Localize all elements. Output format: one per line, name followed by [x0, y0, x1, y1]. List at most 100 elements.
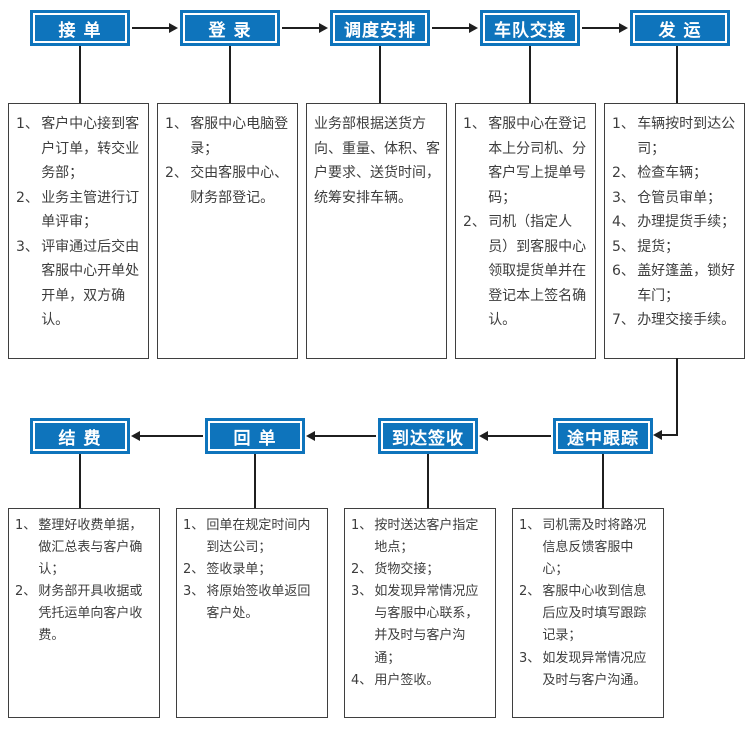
item-text: 如发现异常情况应与客服中心联系，并及时与客户沟通；: [374, 584, 479, 666]
item-text: 客服中心电脑登录；: [190, 116, 289, 157]
detail-login: 1、客服中心电脑登录；2、交由客服中心、财务部登记。: [157, 103, 298, 359]
step-login-label: 登 录: [183, 13, 277, 43]
arrow-head-login-to-dispatch-icon: [319, 23, 328, 33]
arrow-line-login-to-dispatch: [282, 27, 319, 29]
item-text: 交由客服中心、财务部登记。: [190, 165, 289, 206]
item-number: 3、: [519, 650, 541, 666]
arrow-head-dispatch-to-fleet-icon: [469, 23, 478, 33]
detail-arrival-sign-off: 1、按时送达客户指定地点；2、货物交接；3、如发现异常情况应与客服中心联系，并及…: [344, 508, 496, 718]
detail-item: 3、将原始签收单返回客户处。: [183, 581, 322, 625]
step-receipt-return-label: 回 单: [208, 421, 302, 451]
arrow-head-fleet-to-shipping-icon: [619, 23, 628, 33]
item-number: 5、: [612, 238, 635, 255]
item-number: 2、: [612, 165, 635, 181]
item-text: 客户中心接到客户订单，转交业务部；: [41, 116, 140, 181]
item-text: 业务主管进行订单评审；: [41, 189, 140, 231]
arrow-line-arrival-to-receipt: [315, 435, 376, 437]
item-text: 检查车辆；: [637, 165, 708, 181]
step-fleet-handover-label: 车队交接: [483, 13, 577, 43]
item-number: 2、: [183, 562, 205, 578]
detail-item: 5、提货；: [612, 235, 739, 260]
item-text: 客服中心在登记本上分司机、分客户写上提单号码；: [488, 116, 587, 206]
detail-receipt-return: 1、回单在规定时间内到达公司；2、签收录单；3、将原始签收单返回客户处。: [176, 508, 328, 718]
detail-item: 1、车辆按时到达公司；: [612, 112, 739, 161]
item-number: 2、: [165, 165, 188, 181]
arrow-head-receive-to-login-icon: [169, 23, 178, 33]
arrow-line-dispatch-to-fleet: [432, 27, 469, 29]
item-number: 6、: [612, 263, 635, 279]
step-fleet-handover: 车队交接: [480, 10, 580, 46]
step-transit-tracking-label: 途中跟踪: [556, 421, 650, 451]
item-number: 1、: [15, 518, 37, 533]
item-text: 提货；: [637, 238, 680, 255]
detail-item: 业务部根据送货方向、重量、体积、客户要求、送货时间，统筹安排车辆。: [314, 112, 441, 210]
arrow-line-receipt-to-settlement: [140, 435, 203, 437]
detail-item: 6、盖好篷盖，锁好车门；: [612, 259, 739, 308]
item-number: 1、: [612, 116, 635, 132]
detail-item: 2、签收录单；: [183, 559, 322, 581]
detail-receive-order: 1、客户中心接到客户订单，转交业务部；2、业务主管进行订单评审；3、评审通过后交…: [8, 103, 149, 359]
arrow-line-fleet-to-shipping: [582, 27, 619, 29]
detail-dispatch-arrangement: 业务部根据送货方向、重量、体积、客户要求、送货时间，统筹安排车辆。: [306, 103, 447, 359]
stem-dispatch-arrangement: [379, 46, 381, 103]
detail-item: 1、司机需及时将路况信息反馈客服中心；: [519, 515, 658, 581]
item-number: 2、: [15, 584, 37, 600]
detail-item: 7、办理交接手续。: [612, 308, 739, 333]
detail-item: 1、客服中心电脑登录；: [165, 112, 292, 161]
item-text: 签收录单；: [206, 562, 272, 578]
detail-item: 1、回单在规定时间内到达公司；: [183, 515, 322, 559]
step-receive-order-label: 接 单: [33, 13, 127, 43]
item-number: 1、: [463, 116, 486, 132]
detail-item: 4、用户签收。: [351, 670, 490, 692]
item-number: 2、: [351, 562, 373, 578]
step-login: 登 录: [180, 10, 280, 46]
arrow-line-tracking-to-arrival: [488, 435, 551, 437]
item-text: 盖好篷盖，锁好车门；: [637, 263, 736, 304]
item-text: 财务部开具收据或凭托运单向客户收费。: [38, 584, 143, 644]
item-number: 3、: [16, 238, 39, 255]
stem-receipt-return: [254, 454, 256, 508]
step-settlement-label: 结 费: [33, 421, 127, 451]
detail-item: 2、货物交接；: [351, 559, 490, 581]
step-transit-tracking: 途中跟踪: [553, 418, 653, 454]
detail-item: 1、客服中心在登记本上分司机、分客户写上提单号码；: [463, 112, 590, 210]
step-arrival-sign-off-label: 到达签收: [381, 421, 475, 451]
item-text: 车辆按时到达公司；: [637, 116, 736, 157]
item-text: 司机需及时将路况信息反馈客服中心；: [542, 518, 647, 578]
detail-item: 1、客户中心接到客户订单，转交业务部；: [16, 112, 143, 186]
detail-item: 3、如发现异常情况应与客服中心联系，并及时与客户沟通；: [351, 581, 490, 669]
arrow-head-receipt-to-settlement-icon: [131, 431, 140, 441]
stem-shipping: [676, 46, 678, 103]
step-shipping: 发 运: [630, 10, 730, 46]
detail-item: 2、财务部开具收据或凭托运单向客户收费。: [15, 581, 154, 647]
item-number: 2、: [16, 189, 39, 206]
detail-item: 2、检查车辆；: [612, 161, 739, 186]
detail-item: 1、按时送达客户指定地点；: [351, 515, 490, 559]
step-receive-order: 接 单: [30, 10, 130, 46]
detail-transit-tracking: 1、司机需及时将路况信息反馈客服中心；2、客服中心收到信息后应及时填写跟踪记录；…: [512, 508, 664, 718]
item-number: 1、: [519, 518, 541, 533]
stem-arrival-sign-off: [427, 454, 429, 508]
item-number: 1、: [165, 116, 188, 132]
stem-login: [229, 46, 231, 103]
item-number: 1、: [183, 518, 205, 533]
stem-transit-tracking: [602, 454, 604, 508]
item-text: 办理交接手续。: [637, 312, 736, 328]
item-number: 2、: [463, 214, 486, 230]
step-receipt-return: 回 单: [205, 418, 305, 454]
item-number: 1、: [16, 116, 39, 132]
detail-fleet-handover: 1、客服中心在登记本上分司机、分客户写上提单号码；2、司机（指定人员）到客服中心…: [455, 103, 596, 359]
stem-settlement: [79, 454, 81, 508]
item-number: 3、: [183, 584, 205, 600]
item-text: 司机（指定人员）到客服中心领取提货单并在登记本上签名确认。: [488, 214, 587, 328]
item-text: 评审通过后交由客服中心开单处开单，双方确认。: [41, 238, 140, 329]
item-text: 业务部根据送货方向、重量、体积、客户要求、送货时间，统筹安排车辆。: [314, 116, 440, 206]
detail-item: 3、如发现异常情况应及时与客户沟通。: [519, 648, 658, 692]
item-number: 4、: [351, 672, 373, 688]
item-text: 整理好收费单据，做汇总表与客户确认；: [38, 518, 143, 578]
step-shipping-label: 发 运: [633, 13, 727, 43]
item-text: 仓管员审单；: [637, 189, 722, 206]
detail-settlement: 1、整理好收费单据，做汇总表与客户确认；2、财务部开具收据或凭托运单向客户收费。: [8, 508, 160, 718]
item-text: 办理提货手续；: [637, 214, 736, 230]
